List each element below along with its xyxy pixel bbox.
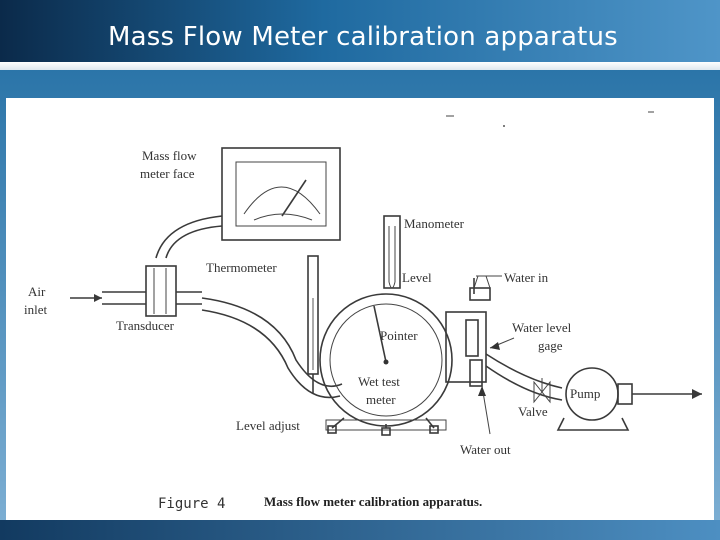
- pump: [556, 367, 633, 431]
- label-level: Level: [402, 270, 432, 285]
- exhaust-arrow: [632, 389, 702, 399]
- gage-arrow: [489, 337, 515, 350]
- meter-hose: [155, 215, 223, 259]
- label-mass-flow-line1: Mass flow: [142, 148, 197, 163]
- label-air-inlet-line2: inlet: [24, 302, 47, 317]
- caption-figure-number: Figure 4: [158, 496, 225, 512]
- figure-panel: Mass flow meter face Manometer Thermomet…: [6, 98, 714, 520]
- water-out-arrow: [478, 385, 491, 435]
- mass-flow-meter-face: [221, 147, 341, 241]
- label-water-level-gage-line1: Water level: [512, 320, 572, 335]
- label-wet-test-line2: meter: [366, 392, 396, 407]
- label-water-in: Water in: [504, 270, 549, 285]
- label-valve: Valve: [518, 404, 548, 419]
- transducer: [102, 265, 202, 317]
- label-pointer: Pointer: [380, 328, 418, 343]
- bottom-bar: [0, 520, 720, 540]
- manometer: [383, 215, 401, 289]
- air-inlet-arrow: [70, 294, 102, 302]
- wet-test-meter: [319, 293, 453, 431]
- title-bar: [0, 0, 720, 70]
- scan-marks: [446, 111, 654, 127]
- label-mass-flow-line2: meter face: [140, 166, 195, 181]
- label-level-adjust: Level adjust: [236, 418, 300, 433]
- label-manometer: Manometer: [404, 216, 465, 231]
- water-in-arrow: [473, 275, 502, 294]
- pump-hose: [485, 353, 563, 389]
- calibration-diagram: Mass flow meter face Manometer Thermomet…: [24, 111, 702, 512]
- caption-text: Mass flow meter calibration apparatus.: [264, 494, 482, 509]
- label-pump: Pump: [570, 386, 600, 401]
- label-transducer: Transducer: [116, 318, 175, 333]
- thermometer: [307, 255, 319, 394]
- water-level-gage: [445, 275, 491, 387]
- label-water-level-gage-line2: gage: [538, 338, 563, 353]
- label-air-inlet-line1: Air: [28, 284, 46, 299]
- label-wet-test-line1: Wet test: [358, 374, 400, 389]
- label-thermometer: Thermometer: [206, 260, 277, 275]
- label-water-out: Water out: [460, 442, 511, 457]
- valve: [533, 378, 551, 404]
- meter-feet: [327, 417, 439, 436]
- slide-title: Mass Flow Meter calibration apparatus: [108, 22, 618, 52]
